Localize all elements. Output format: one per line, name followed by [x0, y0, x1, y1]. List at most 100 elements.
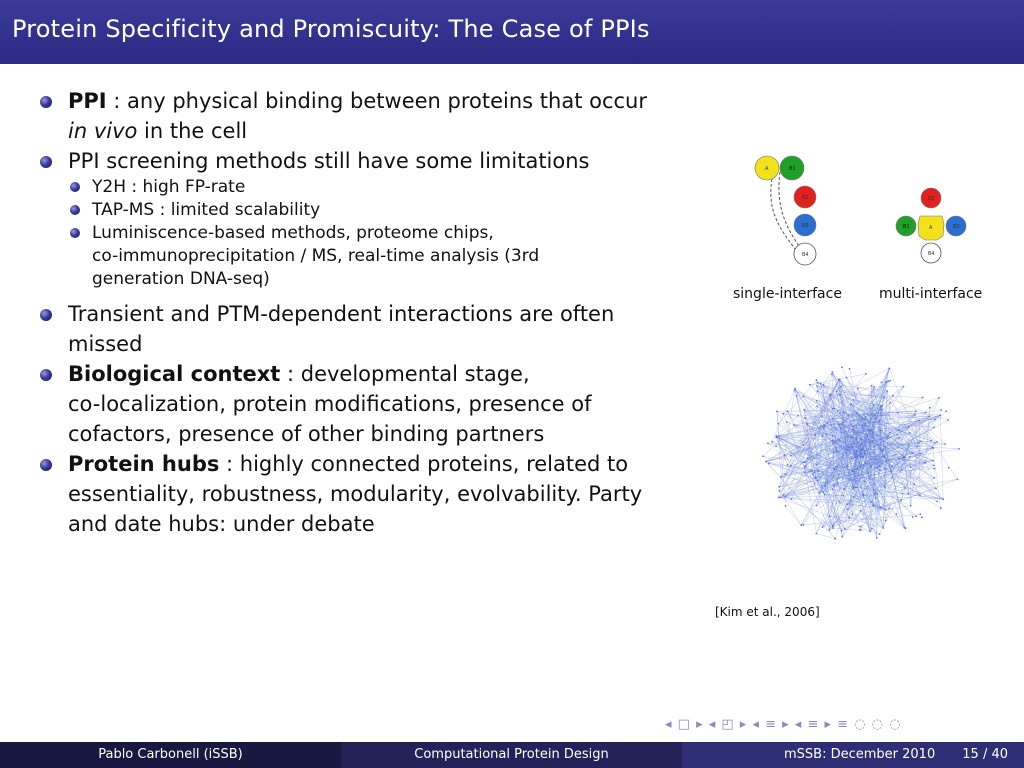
network-node [934, 418, 936, 421]
network-node [895, 513, 898, 515]
network-node [900, 498, 903, 501]
network-node [921, 516, 923, 519]
network-node [814, 434, 817, 437]
network-edge [879, 447, 934, 471]
sub-bullet-ball-icon [70, 228, 80, 238]
network-edge [804, 409, 874, 506]
network-node [819, 476, 822, 478]
network-node [916, 445, 919, 448]
network-edge [779, 460, 934, 488]
network-node [853, 450, 855, 452]
network-node [872, 421, 875, 424]
network-node [872, 432, 875, 434]
network-edge [765, 435, 868, 462]
node-label: A [929, 225, 933, 231]
network-node [825, 433, 828, 436]
network-edge [844, 432, 891, 490]
network-node [852, 488, 855, 490]
network-edge [836, 451, 871, 532]
network-node [938, 396, 940, 399]
slide-title: Protein Specificity and Promiscuity: The… [12, 15, 650, 43]
network-edge [914, 414, 918, 447]
network-edge [787, 411, 857, 458]
network-edge [884, 411, 947, 488]
network-edge [787, 411, 846, 530]
network-node [837, 387, 840, 389]
network-node [890, 470, 893, 473]
network-node [814, 476, 817, 479]
network-node [919, 494, 921, 497]
network-node [917, 441, 920, 444]
network-edge [851, 395, 894, 438]
node-b1 [779, 155, 805, 181]
network-edge [785, 505, 802, 526]
network-edge [869, 429, 871, 460]
network-edge [853, 405, 882, 427]
network-node [831, 371, 834, 373]
network-edge [874, 386, 880, 422]
network-node [862, 494, 865, 497]
network-node [785, 421, 788, 423]
network-node [800, 524, 803, 526]
network-edge [830, 394, 933, 448]
network-edge [847, 446, 905, 528]
ppi-in-vivo: in vivo [68, 119, 138, 143]
network-edge [881, 405, 886, 488]
network-node [821, 435, 824, 437]
network-node [852, 486, 855, 488]
network-edge [807, 424, 917, 517]
network-node [869, 428, 871, 431]
network-node [859, 453, 861, 456]
network-node [911, 452, 914, 454]
network-node [816, 480, 819, 482]
network-edge [776, 435, 878, 494]
network-node [915, 515, 917, 518]
network-node [831, 439, 834, 442]
network-node [881, 462, 884, 465]
network-edge [870, 381, 887, 467]
network-node [867, 472, 870, 474]
network-node [878, 465, 881, 468]
footer-bar: Pablo Carbonell (iSSB) Computational Pro… [0, 742, 1024, 768]
network-node [901, 492, 904, 495]
network-node [844, 528, 846, 531]
network-node [945, 410, 947, 413]
network-node [885, 509, 887, 511]
network-node [889, 379, 892, 382]
network-edge [904, 420, 920, 458]
network-edge [809, 373, 866, 385]
node-label: B2 [802, 195, 809, 201]
footer-author: Pablo Carbonell (iSSB) [0, 742, 341, 768]
network-edge [843, 495, 884, 529]
caption-single-interface: single-interface [733, 286, 842, 302]
network-edge [779, 424, 825, 492]
network-node [900, 469, 903, 471]
network-edge [876, 467, 887, 521]
network-edge [807, 424, 905, 528]
network-edge [804, 374, 833, 473]
network-edge [780, 447, 934, 478]
network-edge [856, 414, 916, 458]
network-edge [778, 497, 890, 509]
network-node [888, 507, 891, 510]
network-node [790, 498, 793, 501]
node-label: B3 [802, 223, 809, 229]
network-node [939, 414, 942, 417]
network-node [898, 457, 900, 460]
network-node [838, 439, 841, 441]
network-node [819, 382, 822, 385]
network-edge [915, 410, 949, 421]
network-edge [832, 418, 842, 425]
network-node [879, 506, 882, 509]
network-edge [853, 471, 871, 532]
network-node [885, 381, 887, 383]
network-edge [847, 446, 872, 467]
network-edge [793, 424, 886, 488]
node-b3 [793, 213, 817, 237]
network-edge [813, 460, 934, 475]
network-node [840, 385, 842, 388]
network-node [887, 380, 890, 383]
network-node [784, 495, 787, 498]
beamer-navigation-icons[interactable]: ◂ □ ▸ ◂ ◰ ▸ ◂ ≡ ▸ ◂ ≡ ▸ ≡ ◌ ◌ ◌ [665, 717, 902, 732]
network-edge [817, 382, 888, 392]
